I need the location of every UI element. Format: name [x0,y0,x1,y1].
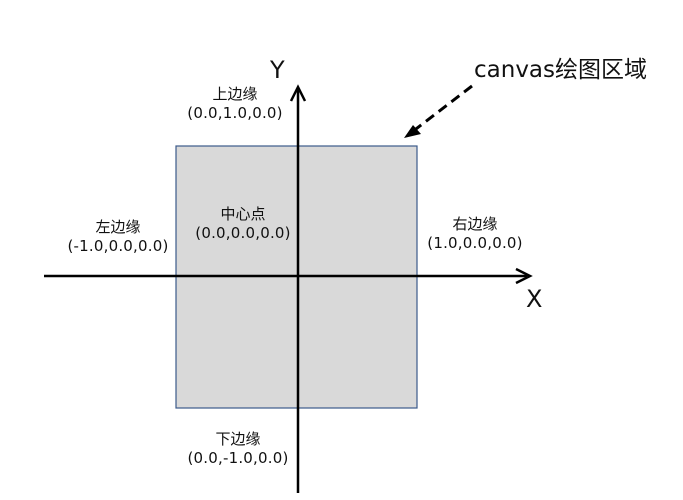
left-edge-label: 左边缘 (-1.0,0.0,0.0) [58,218,178,256]
right-edge-name: 右边缘 [452,215,498,233]
canvas-area-label: canvas绘图区域 [474,57,648,83]
y-axis-label: Y [270,56,285,84]
left-edge-coord: (-1.0,0.0,0.0) [67,236,169,255]
x-axis-arrowhead [515,267,533,285]
y-axis-arrowhead [289,84,307,102]
center-point-label: 中心点 (0.0,0.0,0.0) [188,205,298,243]
top-edge-name: 上边缘 [212,85,258,103]
x-axis-label: X [526,285,543,313]
top-edge-coord: (0.0,1.0,0.0) [187,103,283,122]
center-point-coord: (0.0,0.0,0.0) [195,223,291,242]
bottom-edge-name: 下边缘 [215,430,261,448]
left-edge-name: 左边缘 [95,218,141,236]
top-edge-label: 上边缘 (0.0,1.0,0.0) [180,85,290,123]
canvas-pointer-arrow [411,84,473,134]
bottom-edge-label: 下边缘 (0.0,-1.0,0.0) [178,430,298,468]
right-edge-label: 右边缘 (1.0,0.0,0.0) [420,215,530,253]
center-point-name: 中心点 [220,205,266,223]
bottom-edge-coord: (0.0,-1.0,0.0) [187,448,289,467]
canvas-pointer-arrowhead [404,125,421,138]
right-edge-coord: (1.0,0.0,0.0) [427,233,523,252]
